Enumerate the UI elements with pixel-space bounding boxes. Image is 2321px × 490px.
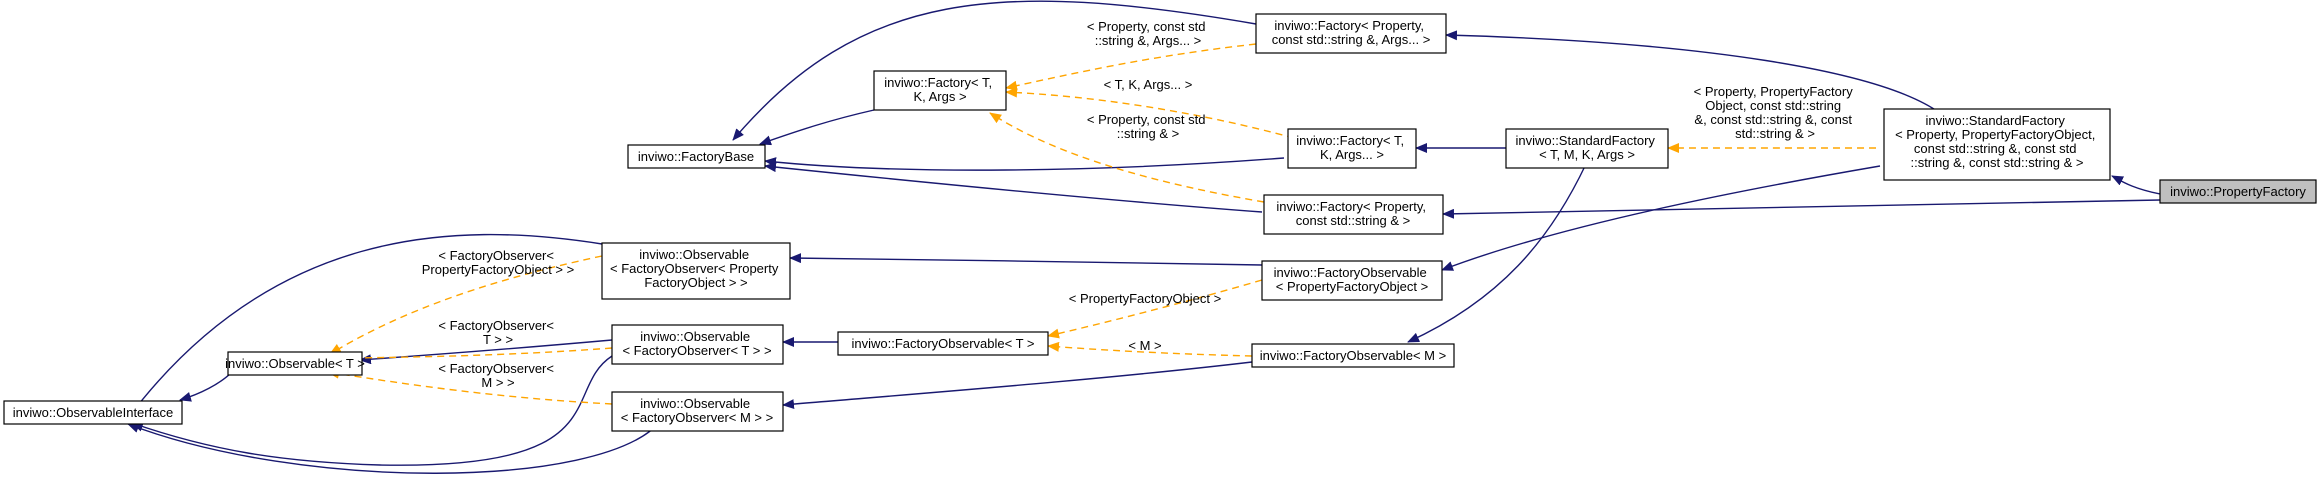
edge-standardfactory-tmk-to-factoryobservable-m xyxy=(1407,163,1587,343)
edge-observable-fo-m-to-observableinterface xyxy=(127,421,661,474)
edge-label-factory-property-args: < Property, const std ::string &, Args..… xyxy=(1087,19,1209,48)
edge-label-group: < Property, PropertyFactory Object, cons… xyxy=(422,19,1857,390)
node-factory-observable-m[interactable]: inviwo::FactoryObservable< M > xyxy=(1251,343,1455,368)
edge-observable-pf-to-observableinterface xyxy=(127,233,603,419)
svg-text:inviwo::Factory< Property,: inviwo::Factory< Property, const std::st… xyxy=(1276,199,1429,228)
svg-text:inviwo::Factory< Property,: inviwo::Factory< Property, const std::st… xyxy=(1272,18,1431,47)
node-factory-t-k-args-dots[interactable]: inviwo::Factory< T, K, Args... > xyxy=(1287,128,1417,169)
edge-observable-t-to-observableinterface xyxy=(179,371,233,402)
svg-text:inviwo::FactoryBase: inviwo::FactoryBase xyxy=(638,149,754,164)
edge-standardfactory-to-factory-property-args xyxy=(1445,30,1941,114)
svg-text:inviwo::PropertyFactory: inviwo::PropertyFactory xyxy=(2170,184,2306,199)
node-standard-factory-property[interactable]: inviwo::StandardFactory < Property, Prop… xyxy=(1883,108,2111,181)
tedge-factoryobservable-t-to-factoryobservable-m xyxy=(1047,341,1253,357)
node-factory-t-k-args[interactable]: inviwo::Factory< T, K, Args > xyxy=(873,70,1007,111)
edge-propertyfactory-to-factory-property-string xyxy=(1442,199,2161,219)
tedge-factoryobservable-t-to-factoryobservable-pf xyxy=(1047,279,1263,339)
svg-text:inviwo::Observable < Fac: inviwo::Observable < FactoryObserver< Pr… xyxy=(610,247,782,290)
edge-propertyfactory-to-standardfactory xyxy=(2111,175,2161,195)
edge-label-factoryobservable-pf: < PropertyFactoryObject > xyxy=(1069,291,1221,306)
node-observable-factory-observer-t[interactable]: inviwo::Observable < FactoryObserver< T … xyxy=(611,324,784,365)
node-property-factory[interactable]: inviwo::PropertyFactory xyxy=(2159,179,2317,204)
svg-text:inviwo::FactoryObservable: inviwo::FactoryObservable < PropertyFact… xyxy=(1274,265,1431,294)
svg-text:inviwo::Observable < Fac: inviwo::Observable < FactoryObserver< T … xyxy=(622,329,771,358)
tedge-observable-t-to-observable-fo-m xyxy=(327,368,613,405)
edge-factory-tk-dots-to-factorybase xyxy=(764,157,1285,171)
template-edges xyxy=(327,43,1876,405)
node-standard-factory-tmk[interactable]: inviwo::StandardFactory < T, M, K, Args … xyxy=(1505,128,1669,169)
node-observable-property-factory-observer[interactable]: inviwo::Observable < FactoryObserver< Pr… xyxy=(601,242,791,300)
node-observable-t[interactable]: inviwo::Observable< T > xyxy=(225,351,365,376)
edge-factory-property-string-to-factorybase xyxy=(764,162,1263,213)
node-observable-interface[interactable]: inviwo::ObservableInterface xyxy=(3,400,183,425)
svg-text:inviwo::ObservableInterface: inviwo::ObservableInterface xyxy=(13,405,173,420)
edge-factory-tk-args-to-factorybase xyxy=(759,109,875,146)
edge-label-factoryobservable-m: < M > xyxy=(1128,338,1161,353)
node-factory-observable-t[interactable]: inviwo::FactoryObservable< T > xyxy=(837,331,1049,356)
svg-text:inviwo::Observable< T >: inviwo::Observable< T > xyxy=(225,356,365,371)
svg-text:inviwo::Observable < Fac: inviwo::Observable < FactoryObserver< M … xyxy=(621,396,773,425)
svg-text:inviwo::Factory< T, K, A: inviwo::Factory< T, K, Args... > xyxy=(1296,133,1407,162)
edge-factoryobservable-m-to-observable-fo-m xyxy=(782,361,1253,410)
svg-text:inviwo::StandardFactory: inviwo::StandardFactory < T, M, K, Args … xyxy=(1515,133,1658,162)
tedge-factory-tk-args-to-factory-property-args xyxy=(1005,43,1257,91)
tedge-factory-tk-args-to-factory-property-string xyxy=(989,112,1265,203)
svg-text:inviwo::Factory< T, K, A: inviwo::Factory< T, K, Args > xyxy=(884,75,995,104)
node-factory-property-string-args[interactable]: inviwo::Factory< Property, const std::st… xyxy=(1255,13,1447,54)
edge-observable-fo-t-to-observable-t xyxy=(359,339,613,365)
edge-factory-property-args-to-factorybase xyxy=(732,0,1257,141)
edge-label-factory-tk-dots: < T, K, Args... > xyxy=(1104,77,1193,92)
tedge-factory-tk-args-to-factory-tk-dots xyxy=(1005,87,1295,139)
node-factory-observable-property[interactable]: inviwo::FactoryObservable < PropertyFact… xyxy=(1261,260,1443,301)
edge-factoryobservable-pf-to-observable-pf xyxy=(789,253,1263,266)
tedge-observable-t-to-observable-pf xyxy=(329,255,603,355)
svg-text:inviwo::FactoryObservable< T >: inviwo::FactoryObservable< T > xyxy=(851,336,1034,351)
edge-observable-fo-t-to-observableinterface xyxy=(131,355,613,466)
node-factory-property-string[interactable]: inviwo::Factory< Property, const std::st… xyxy=(1263,194,1444,235)
tedge-observable-t-to-observable-fo-t xyxy=(349,347,613,363)
node-observable-factory-observer-m[interactable]: inviwo::Observable < FactoryObserver< M … xyxy=(611,391,784,432)
inheritance-edges xyxy=(127,0,2161,474)
edge-label-observer-m: < FactoryObserver< M > > xyxy=(438,361,557,390)
node-factory-base[interactable]: inviwo::FactoryBase xyxy=(627,144,766,169)
edge-label-observer-t: < FactoryObserver< T > > xyxy=(438,318,557,347)
edge-label-standardfactory-args: < Property, PropertyFactory Object, cons… xyxy=(1694,84,1857,141)
edge-label-factory-property-string: < Property, const std ::string & > xyxy=(1087,112,1209,141)
svg-text:inviwo::StandardFactory: inviwo::StandardFactory < Property, Prop… xyxy=(1895,113,2099,170)
svg-text:inviwo::FactoryObservable< M >: inviwo::FactoryObservable< M > xyxy=(1260,348,1446,363)
edge-standardfactory-to-factoryobservable-pf xyxy=(1441,165,1881,271)
edge-label-observer-pf: < FactoryObserver< PropertyFactoryObject… xyxy=(422,248,574,277)
